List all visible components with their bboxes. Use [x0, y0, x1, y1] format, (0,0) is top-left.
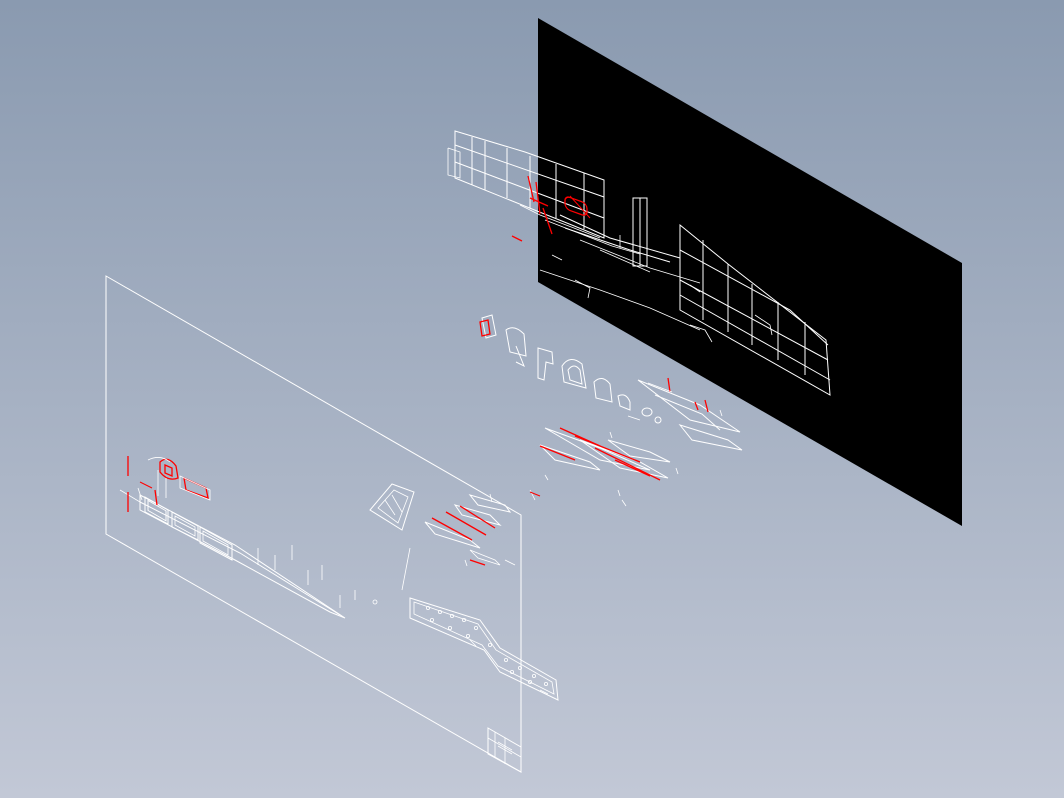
white-drawing-sheet[interactable]: [105, 275, 559, 773]
wing-panel-grid-lower: [679, 223, 831, 396]
frame-section-view: [539, 197, 713, 343]
black-drawing-sheet[interactable]: [447, 18, 962, 526]
sheet-rib-parts: [401, 493, 516, 591]
exploded-rib-parts: [529, 377, 743, 507]
red-detail-cluster: [127, 456, 211, 512]
red-marks-upper: [511, 175, 591, 242]
wing-panel-grid-upper: [447, 130, 641, 255]
tail-fin-part: [369, 483, 415, 531]
lower-wing-panel: [409, 597, 559, 701]
wing-spar-view: [119, 487, 378, 619]
exploded-frame-parts: [479, 314, 662, 424]
black-sheet-plane: [538, 18, 962, 526]
title-block: [487, 727, 522, 773]
